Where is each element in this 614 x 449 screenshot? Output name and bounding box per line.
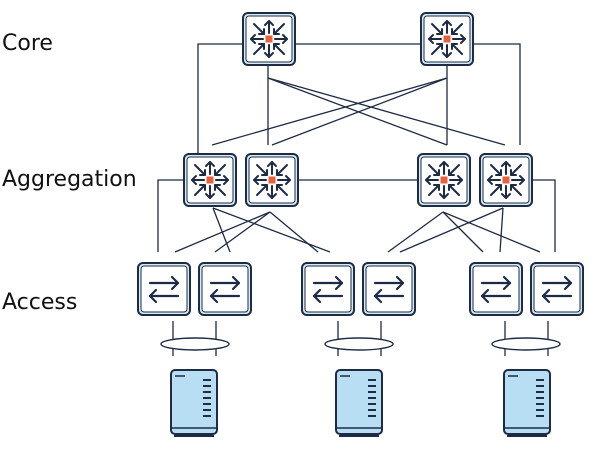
- link-aggregation-icon: [160, 337, 230, 351]
- layer-label-access: Access: [2, 290, 77, 315]
- link-core1-agg4: [267, 77, 506, 146]
- links: [157, 43, 556, 356]
- link-agg2-acc3: [269, 211, 319, 253]
- link-core2-agg4: [474, 43, 521, 145]
- link-agg4-acc4: [399, 207, 504, 253]
- router-icon: [183, 153, 237, 207]
- router-icon: [245, 153, 299, 207]
- link-agg3-acc4: [387, 211, 444, 253]
- switch-icon: [300, 261, 356, 317]
- router-icon: [479, 153, 533, 207]
- link-agg4-acc6: [533, 179, 556, 252]
- link-agg4-acc5: [499, 207, 504, 253]
- server-icon: [503, 369, 551, 437]
- server-icon: [335, 369, 383, 437]
- switch-icon: [197, 261, 253, 317]
- link-agg3-acc6: [442, 211, 541, 253]
- link-aggregation-icon: [324, 337, 394, 351]
- switch-icon: [529, 261, 585, 317]
- router-icon: [242, 12, 296, 66]
- link-core1-agg3: [267, 77, 448, 146]
- layer-label-core: Core: [2, 31, 53, 56]
- link-core2-agg1: [211, 77, 448, 146]
- switch-icon: [136, 261, 192, 317]
- layer-label-aggregation: Aggregation: [2, 167, 137, 192]
- switch-icon: [468, 261, 524, 317]
- link-aggregation-icon: [491, 337, 561, 351]
- link-agg3-acc5: [442, 211, 484, 253]
- router-icon: [417, 153, 471, 207]
- link-agg1-acc2: [212, 207, 231, 253]
- link-agg1-acc3: [212, 207, 331, 253]
- router-icon: [420, 12, 474, 66]
- server-icon: [170, 369, 218, 437]
- link-core2-agg2: [271, 77, 448, 146]
- link-agg1-acc1: [157, 179, 183, 252]
- switch-icon: [361, 261, 417, 317]
- link-agg2-acc1: [174, 211, 271, 253]
- link-core1-agg1: [197, 43, 242, 153]
- link-agg2-acc2: [214, 211, 271, 253]
